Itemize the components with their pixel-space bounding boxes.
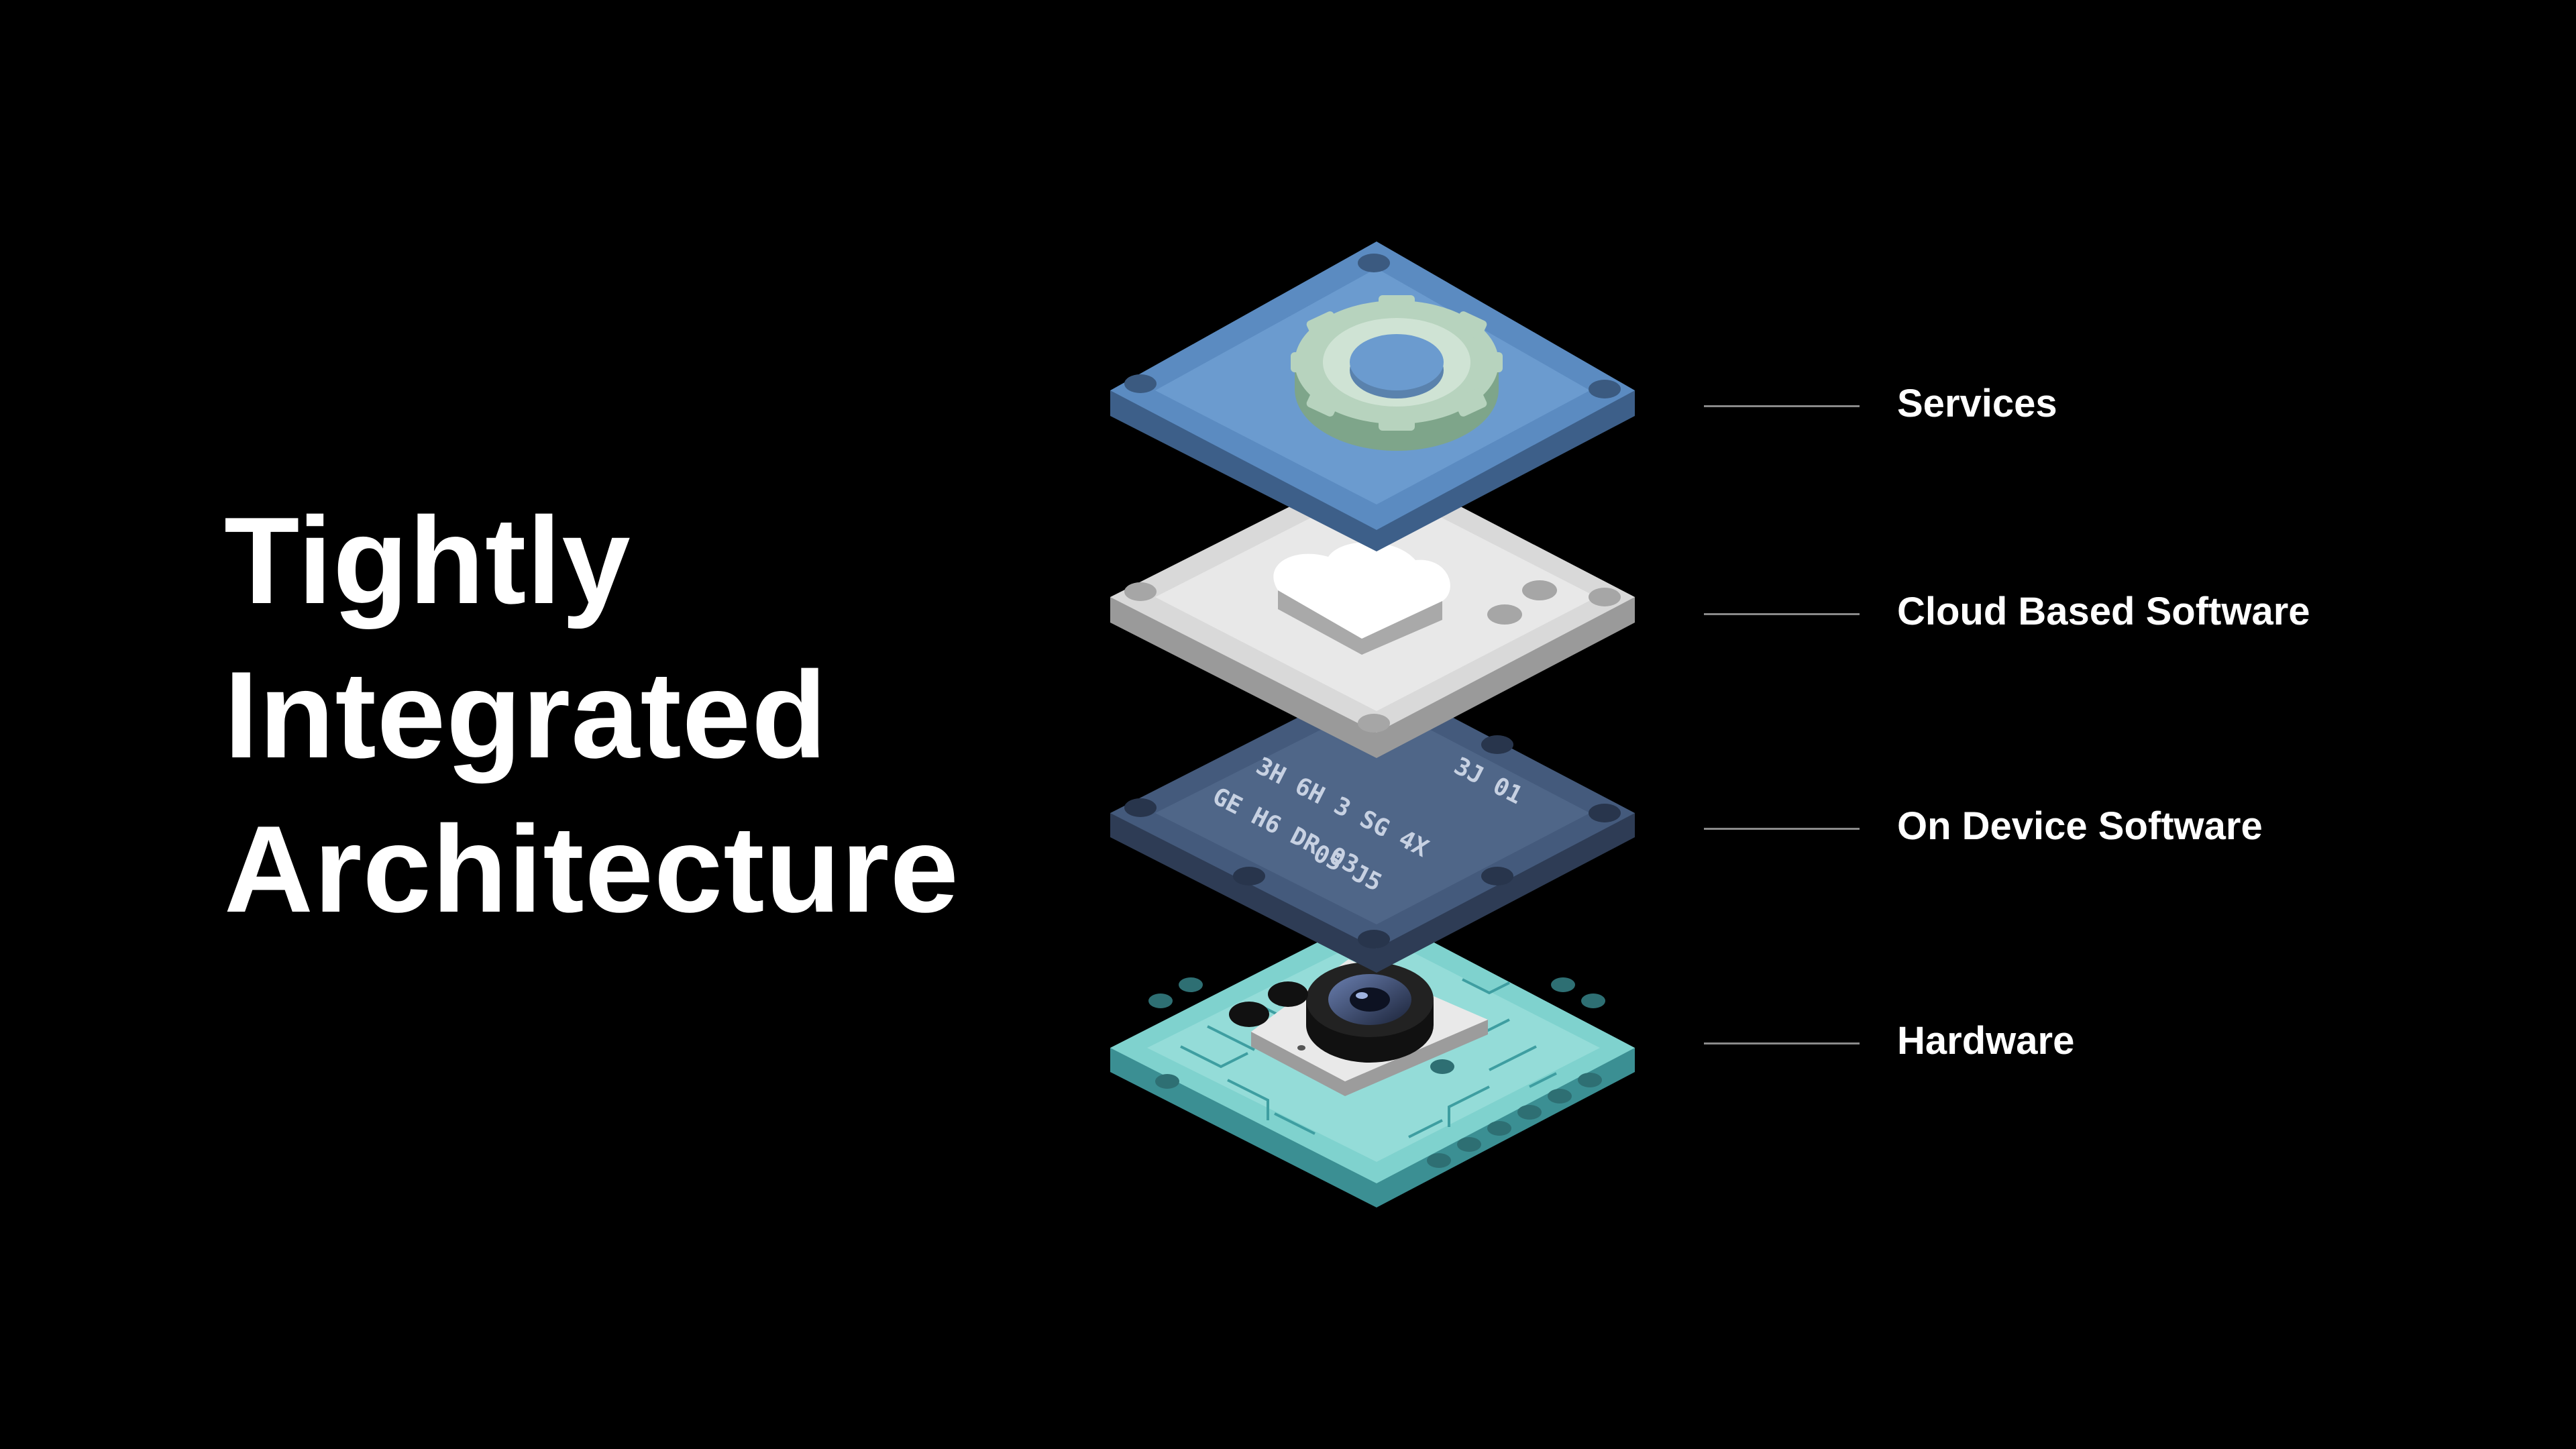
leader-line-on-device [1704, 828, 1860, 830]
page-title: Tightly Integrated Architecture [224, 483, 959, 946]
label-on-device-software: On Device Software [1897, 804, 2263, 848]
cloud-software-layer [1110, 463, 1635, 758]
hardware-layer [1110, 912, 1635, 1208]
cloud-icon [1273, 542, 1450, 655]
camera-board-icon [1229, 959, 1488, 1096]
layer-studs [1124, 735, 1621, 949]
label-cloud-based-software: Cloud Based Software [1897, 590, 2310, 633]
title-line-3: Architecture [224, 800, 959, 938]
layer-studs [1124, 254, 1621, 398]
layer-studs [1124, 580, 1621, 733]
label-services: Services [1897, 382, 2057, 425]
leader-line-services [1704, 405, 1860, 407]
on-device-software-layer: 3H 6H 3 SG 4X GE H6 DR 03 05 J5 3J 01 [1110, 678, 1635, 973]
leader-line-cloud [1704, 613, 1860, 615]
board-studs [1148, 977, 1605, 1168]
title-line-1: Tightly [224, 491, 631, 629]
gear-icon [1291, 295, 1503, 451]
title-line-2: Integrated [224, 645, 828, 784]
services-layer [1110, 241, 1635, 551]
leader-line-hardware [1704, 1042, 1860, 1044]
label-hardware: Hardware [1897, 1019, 2075, 1063]
